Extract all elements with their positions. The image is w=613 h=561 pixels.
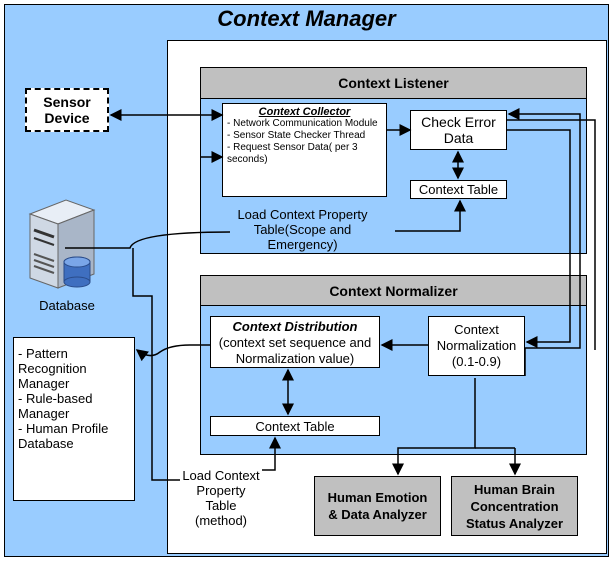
sensor-device-box: Sensor Device	[25, 88, 109, 132]
error-right-loop	[507, 129, 571, 348]
listener-context-table-box: Context Table	[410, 180, 507, 199]
normalizer-context-table-label: Context Table	[255, 418, 335, 434]
context-normalization-box: Context Normalization (0.1-0.9)	[428, 316, 525, 376]
context-normalizer-header: Context Normalizer	[200, 275, 587, 306]
collector-item: - Request Sensor Data( per 3 seconds)	[227, 142, 358, 165]
context-normalization-label: Context Normalization (0.1-0.9)	[436, 322, 517, 369]
diagram-title: Context Manager	[217, 6, 396, 31]
context-listener-header: Context Listener	[200, 67, 587, 99]
database-label: Database	[39, 298, 95, 313]
database-icon	[20, 192, 120, 292]
collector-item: - Sensor State Checker Thread	[227, 130, 366, 141]
distribution-title: Context Distribution	[232, 319, 358, 334]
normalization-to-analyzers	[392, 378, 476, 476]
load-to-table	[395, 199, 466, 232]
return-loop	[507, 108, 581, 376]
consumer-item: - Rule-based Manager	[18, 391, 93, 421]
collector-title: Context Collector	[258, 106, 351, 118]
method-to-table	[262, 436, 281, 471]
sensor-device-label: Sensor Device	[43, 94, 91, 126]
check-error-label: Check Error Data	[421, 114, 496, 146]
distribution-desc: (context set sequence and Normalization …	[218, 335, 372, 366]
consumer-item: - Human Profile Database	[18, 421, 109, 451]
distribution-to-consumers	[135, 344, 210, 362]
context-distribution-box: Context Distribution (context set sequen…	[210, 316, 380, 368]
emotion-analyzer-box: Human Emotion & Data Analyzer	[314, 476, 441, 536]
database-to-method	[132, 248, 180, 481]
emotion-analyzer-label: Human Emotion & Data Analyzer	[327, 490, 428, 522]
database-to-load	[65, 231, 231, 249]
inner-loop	[507, 119, 596, 350]
load-property-label: Load Context Property Table(Scope and Em…	[237, 207, 368, 252]
consumer-item: - Pattern Recognition Manager	[18, 346, 87, 391]
load-method-label: Load Context Property Table (method)	[182, 468, 260, 528]
brain-analyzer-label: Human Brain Concentration Status Analyze…	[465, 481, 564, 531]
collector-item: - Network Communication Module	[227, 118, 378, 129]
normalizer-context-table-box: Context Table	[210, 416, 380, 436]
brain-analyzer-box: Human Brain Concentration Status Analyze…	[451, 476, 578, 536]
check-error-box: Check Error Data	[410, 110, 507, 150]
listener-context-table-label: Context Table	[418, 182, 499, 197]
consumers-box: - Pattern Recognition Manager - Rule-bas…	[13, 337, 135, 501]
context-collector-box: Context Collector - Network Communicatio…	[222, 103, 387, 197]
